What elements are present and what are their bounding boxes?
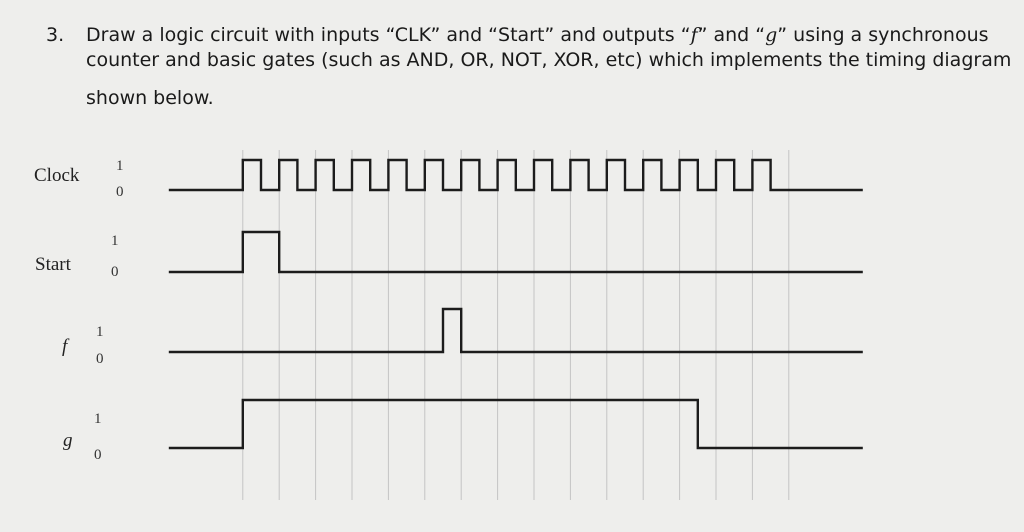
- signal-f: f 1 0: [62, 307, 863, 367]
- high-level-label: 1: [116, 158, 124, 174]
- low-level-label: 0: [96, 351, 104, 367]
- waveform-f: [168, 307, 863, 354]
- question-line-1-part-a: Draw a logic circuit with inputs “CLK” a…: [86, 24, 691, 46]
- waveform-clock: [168, 158, 863, 192]
- high-level-label: 1: [111, 233, 119, 249]
- signal-label-start: Start: [35, 254, 72, 275]
- signal-label-f: f: [62, 336, 70, 357]
- signal-label-g: g: [63, 430, 73, 451]
- signal-label-clock: Clock: [34, 165, 80, 186]
- output-g-symbol: g: [765, 24, 778, 46]
- question-line-1-part-b: ” and “: [697, 24, 766, 46]
- high-level-label: 1: [94, 411, 102, 427]
- low-level-label: 0: [94, 447, 102, 463]
- output-f-symbol: f: [690, 24, 698, 46]
- low-level-label: 0: [116, 184, 124, 200]
- question-line-3: shown below.: [86, 87, 214, 109]
- signal-g: g 1 0: [63, 398, 863, 463]
- question-number: 3.: [46, 24, 65, 46]
- signal-clock: Clock 1 0: [34, 158, 863, 200]
- signal-start: Start 1 0: [35, 230, 863, 280]
- question-line-2: counter and basic gates (such as AND, OR…: [86, 49, 1012, 71]
- question-line-1: Draw a logic circuit with inputs “CLK” a…: [86, 24, 989, 46]
- low-level-label: 0: [111, 264, 119, 280]
- waveform-start: [168, 230, 863, 274]
- question-line-1-part-c: ” using a synchronous: [777, 24, 989, 46]
- high-level-label: 1: [96, 324, 104, 340]
- waveform-g: [168, 398, 863, 450]
